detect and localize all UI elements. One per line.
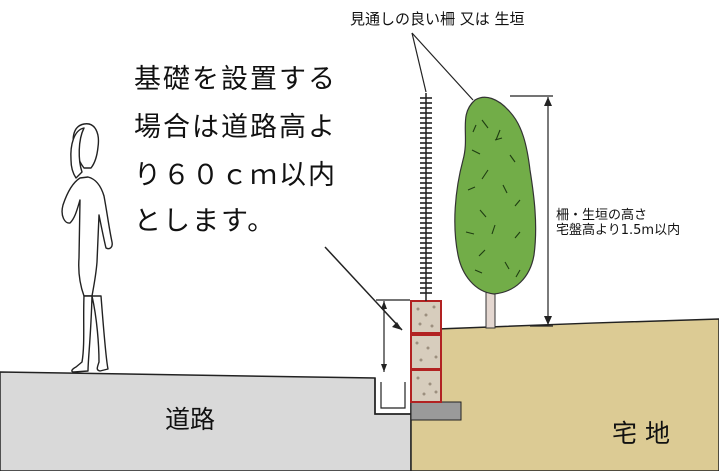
- foundation-note: 基礎を設置する 場合は道路高よ り６０ｃｍ以内 とします。: [134, 64, 337, 237]
- gutter: [374, 378, 412, 415]
- tree-texture: [465, 119, 521, 278]
- pointer-arrow-line: [324, 246, 403, 331]
- foundation-note-line-2: 場合は道路高よ: [134, 112, 337, 143]
- fence: [420, 93, 432, 301]
- height-dimension: [510, 95, 553, 327]
- title-pointer-lines: [411, 32, 474, 101]
- lot-label: 宅 地: [612, 419, 670, 448]
- pointer-arrow-head: [392, 322, 402, 330]
- foundation-block-1: [410, 300, 442, 334]
- foundation-blocks: [410, 300, 442, 403]
- foundation-note-line-4: とします。: [134, 206, 276, 237]
- foundation-note-line-3: り６０ｃｍ以内: [134, 160, 337, 191]
- height-note-line-2: 宅盤高より1.5m以内: [556, 222, 680, 238]
- height-note: 柵・生垣の高さ 宅盤高より1.5m以内: [556, 207, 680, 238]
- person-figure: [61, 123, 113, 373]
- road-label: 道路: [165, 405, 215, 434]
- foundation-footing: [410, 401, 462, 421]
- height-note-line-1: 柵・生垣の高さ: [556, 207, 647, 223]
- diagram-title: 見通しの良い柵 又は 生垣: [350, 10, 525, 28]
- foundation-dimension: [376, 299, 410, 372]
- tree-canopy: [454, 96, 537, 295]
- foundation-block-3: [410, 369, 442, 403]
- foundation-block-2: [410, 334, 442, 370]
- block-texture: [415, 305, 438, 396]
- foundation-note-line-1: 基礎を設置する: [134, 64, 337, 95]
- lot-area: [410, 318, 719, 471]
